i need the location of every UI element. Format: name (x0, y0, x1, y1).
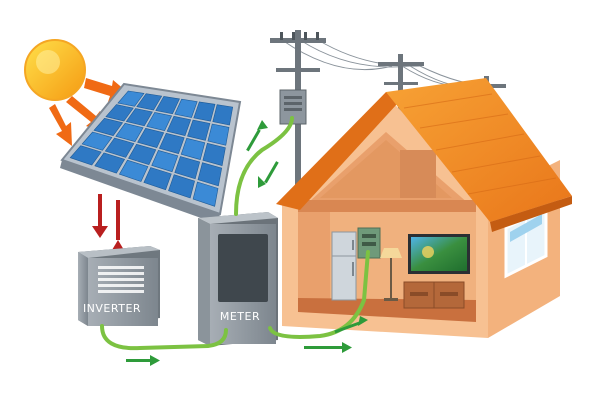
sun-icon (24, 39, 86, 101)
solar-cell (146, 112, 173, 132)
solar-cell (104, 137, 135, 158)
solar-cell (158, 132, 185, 154)
house (276, 78, 572, 338)
solar-cell (69, 145, 102, 166)
solar-cell (166, 115, 192, 136)
flow-arrow (304, 342, 352, 353)
cable-meter-to-house (268, 250, 370, 339)
solar-cell (207, 123, 230, 146)
solar-cell (115, 122, 144, 142)
solar-cell (151, 150, 179, 173)
breaker-box-icon (357, 227, 381, 259)
flow-arrow (126, 355, 160, 366)
television-icon (408, 234, 470, 274)
tv-cabinet-icon (403, 281, 465, 309)
utility-pole (378, 54, 424, 114)
utility-pole (270, 30, 326, 230)
floor-lamp-icon (380, 248, 402, 301)
meter: METER (198, 212, 278, 346)
solar-panel-cells (69, 90, 234, 207)
wiring (100, 116, 370, 351)
solar-cell (174, 98, 198, 118)
solar-cell (128, 143, 157, 165)
roof (386, 78, 572, 222)
solar-panel (60, 82, 242, 224)
refrigerator-icon (331, 231, 357, 301)
inverter: INVERTER (78, 246, 160, 326)
solar-cell (187, 119, 211, 141)
flow-arrow (258, 161, 279, 188)
cable-inverter-to-meter (100, 324, 228, 351)
solar-cell (81, 131, 113, 151)
solar-cell (192, 181, 219, 207)
solar-cell (193, 101, 216, 122)
solar-cell (197, 162, 223, 187)
inverter-vent-icon (98, 266, 144, 293)
solar-cell (180, 137, 206, 160)
window-icon (504, 205, 548, 279)
meter-display (218, 234, 268, 302)
energy-flow-arrows (126, 120, 368, 366)
solar-cell (143, 167, 172, 191)
solar-cell (137, 127, 165, 148)
cable-meter-to-pole (234, 116, 294, 216)
sun-ray-arrow (49, 104, 72, 146)
flow-arrow (334, 316, 368, 334)
solar-cell (93, 117, 124, 136)
dc-output-arrows (92, 194, 124, 250)
solar-cell (136, 93, 163, 111)
solar-cell (168, 174, 195, 199)
solar-cell (174, 156, 201, 180)
solar-cell (118, 159, 149, 182)
solar-cell (125, 108, 153, 127)
solar-cell (94, 152, 126, 174)
inverter-label: INVERTER (83, 302, 141, 315)
solar-cell (105, 104, 134, 122)
flow-arrow (246, 120, 268, 152)
solar-cell (117, 90, 145, 107)
roof (276, 92, 408, 210)
meter-label: METER (220, 310, 260, 323)
solar-cell (212, 104, 234, 126)
solar-cell (155, 96, 180, 115)
solar-cell (202, 142, 226, 166)
